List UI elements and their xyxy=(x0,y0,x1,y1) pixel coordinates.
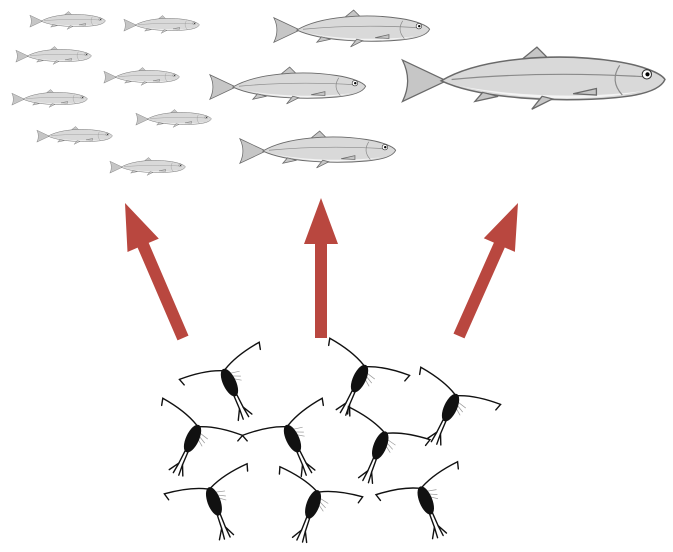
copepod-icon xyxy=(242,398,348,492)
small-fish-icon xyxy=(136,109,212,127)
copepod-icon xyxy=(179,342,285,436)
copepod-icon xyxy=(376,462,481,552)
arrow-copepods-to-large-fish xyxy=(454,203,519,338)
copepod-icon xyxy=(325,407,430,498)
large-fish-icon xyxy=(402,47,664,109)
small-fish-icon xyxy=(30,11,106,29)
arrow-copepods-to-medium-fish-school xyxy=(304,198,338,338)
medium-fish-icon xyxy=(210,67,366,104)
copepod-icon xyxy=(258,467,362,552)
small-fish-icon xyxy=(16,46,92,64)
small-fish-icon xyxy=(12,89,88,107)
small-fish-school xyxy=(12,11,212,175)
medium-fish-icon xyxy=(274,10,430,47)
fish-group xyxy=(12,10,665,175)
medium-fish-icon xyxy=(240,131,396,168)
copepod-icon xyxy=(136,398,242,492)
small-fish-icon xyxy=(37,126,113,144)
copepod-icon xyxy=(303,338,409,432)
arrow-group xyxy=(125,198,518,340)
copepod-icon xyxy=(394,367,500,461)
arrow-copepods-to-small-fish-school xyxy=(125,203,189,340)
copepod-group xyxy=(136,338,500,552)
large-fish xyxy=(402,47,664,109)
copepod-icon xyxy=(164,464,268,552)
small-fish-icon xyxy=(104,67,180,85)
medium-fish-school xyxy=(210,10,430,168)
small-fish-icon xyxy=(124,15,200,33)
small-fish-icon xyxy=(110,157,186,175)
